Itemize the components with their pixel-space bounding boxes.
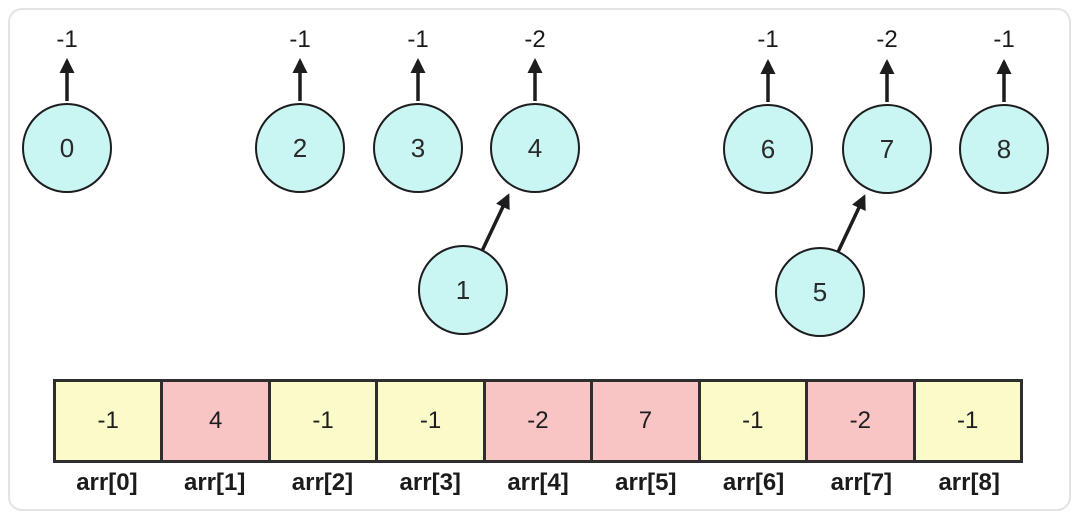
- array-index-label-0: arr[0]: [76, 469, 138, 496]
- array-cell-4: -2: [482, 379, 594, 463]
- node-1: 1: [418, 245, 508, 335]
- array-cell-5: 7: [590, 379, 701, 463]
- array-cell-0: -1: [53, 379, 164, 463]
- parent-label-node-4: -2: [524, 26, 546, 53]
- array-cell-3: -1: [375, 379, 486, 463]
- array-index-label-6: arr[6]: [722, 469, 785, 496]
- parent-label-node-8: -1: [993, 26, 1015, 53]
- array-index-label-2: arr[2]: [291, 469, 354, 496]
- parent-label-node-7: -2: [876, 26, 898, 53]
- array-index-label-5: arr[5]: [615, 469, 677, 496]
- node-5: 5: [775, 247, 865, 337]
- array-index-label-1: arr[1]: [183, 469, 246, 496]
- array-index-label-7: arr[7]: [830, 469, 893, 496]
- parent-label-node-3: -1: [407, 26, 429, 53]
- parent-label-node-6: -1: [757, 26, 779, 53]
- node-7: 7: [842, 104, 932, 194]
- array-cell-2: -1: [267, 379, 379, 463]
- array-cell-7: -2: [805, 379, 916, 463]
- array-cell-1: 4: [160, 379, 271, 463]
- array-row: -1 4 -1 -1 -2 7 -1 -2 -1: [53, 379, 1023, 463]
- array-index-label-3: arr[3]: [399, 469, 461, 496]
- node-2: 2: [255, 103, 345, 193]
- node-4: 4: [490, 103, 580, 193]
- parent-label-node-2: -1: [289, 26, 311, 53]
- node-8: 8: [959, 104, 1049, 194]
- node-0: 0: [22, 103, 112, 193]
- array-cell-6: -1: [697, 379, 809, 463]
- node-6: 6: [723, 104, 813, 194]
- array-index-labels: arr[0] arr[1] arr[2] arr[3] arr[4] arr[5…: [53, 468, 1023, 498]
- parent-label-node-0: -1: [56, 26, 78, 53]
- node-3: 3: [373, 103, 463, 193]
- array-index-label-8: arr[8]: [938, 469, 1000, 496]
- array-cell-8: -1: [912, 379, 1023, 463]
- array-index-label-4: arr[4]: [507, 469, 569, 496]
